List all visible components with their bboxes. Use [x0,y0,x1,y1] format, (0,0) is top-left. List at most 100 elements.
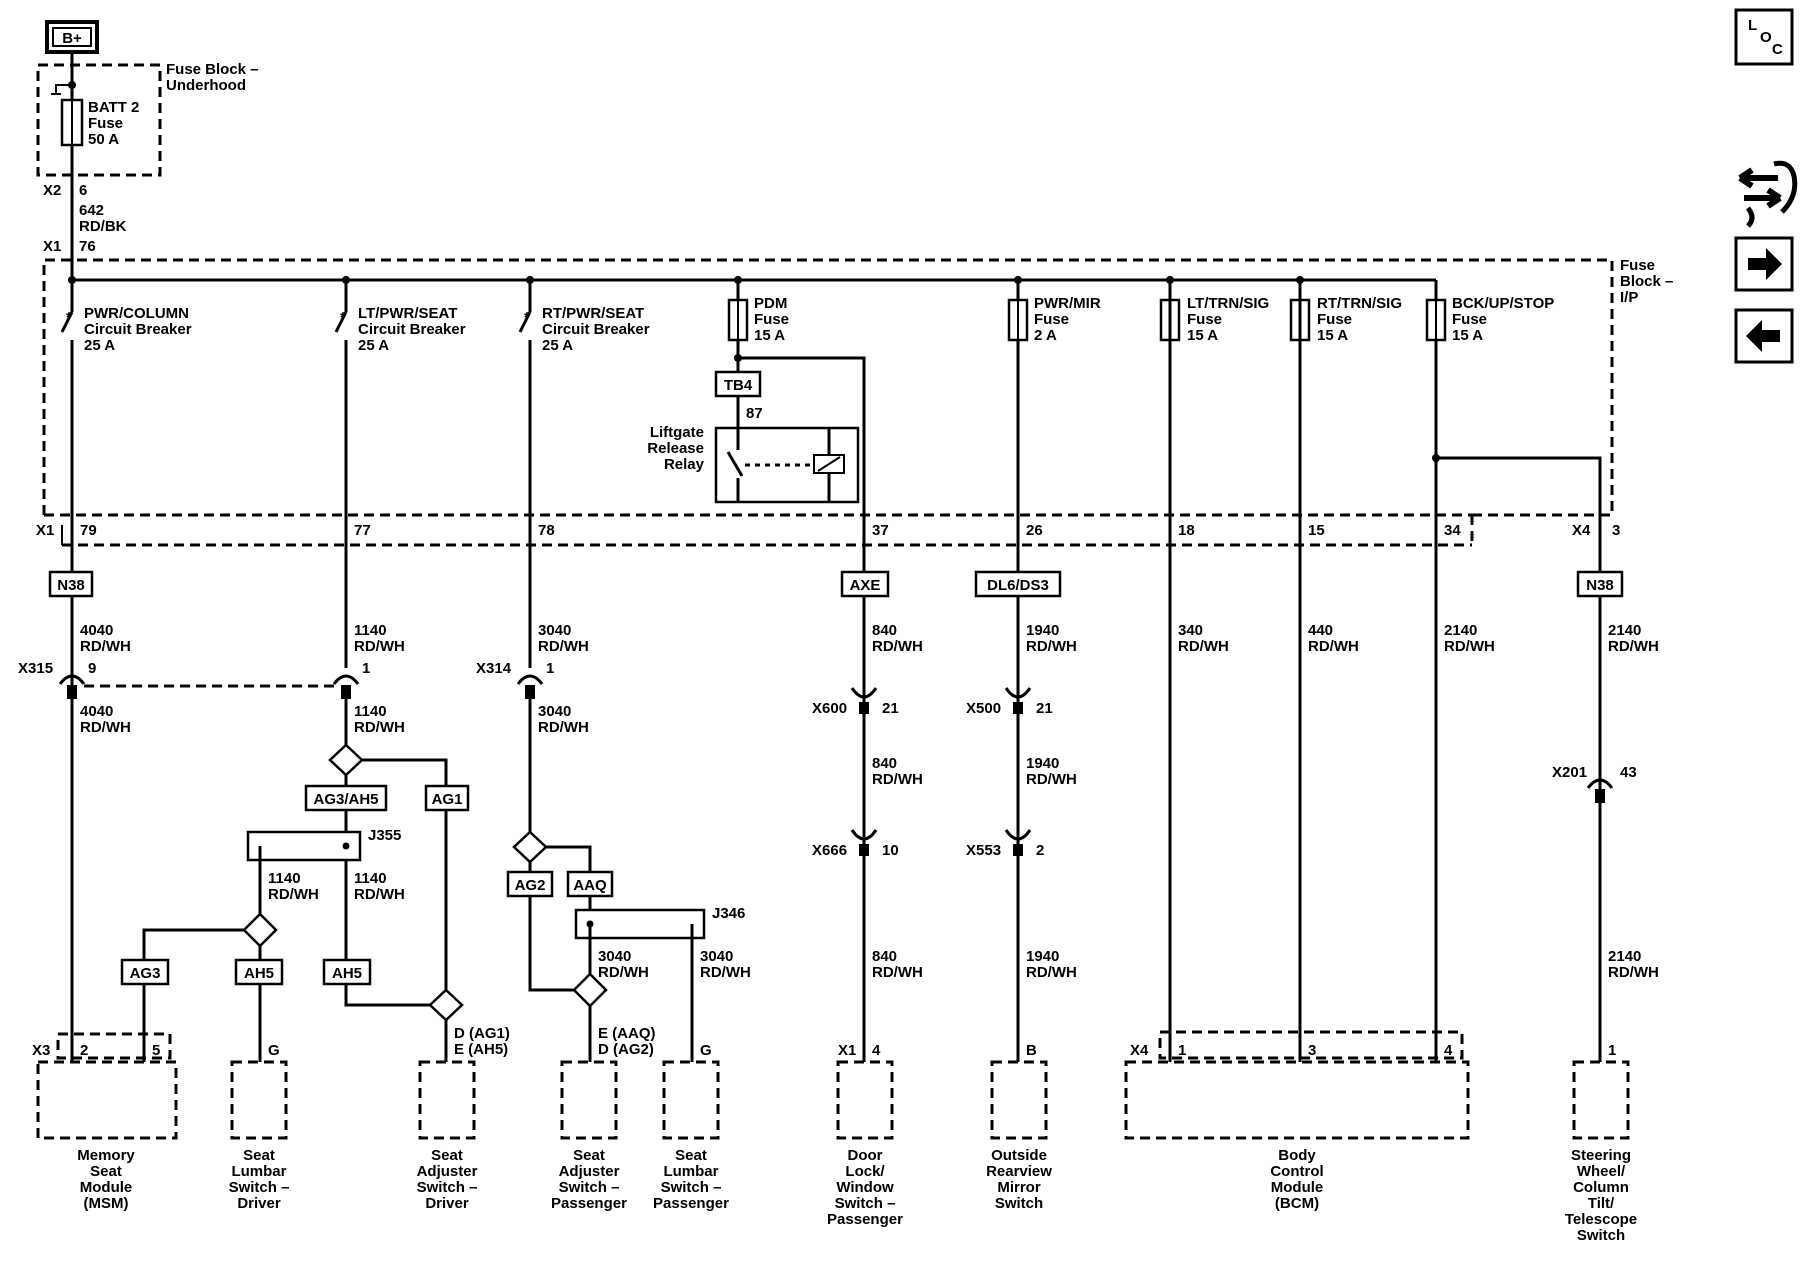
option-ah5-adjuster [322,958,372,986]
option-ah5-adjuster-label: AH5 [332,965,362,982]
pwr-mir-fuse [1007,280,1029,342]
wire-1140-j355-a-num: 1140 [268,870,301,887]
lumbar-driver-pin: G [268,1042,280,1059]
bcm-pin-1: 1 [1178,1042,1186,1059]
x1-pin-15: 15 [1308,522,1325,539]
tb4-tag-label: TB4 [724,377,753,394]
option-diamond-adjuster-driver [428,988,464,1022]
wire-340-num: 340 [1178,622,1203,639]
wire-1940-low-color: RD/WH [1026,964,1077,981]
wire-3040-lower-color: RD/WH [538,719,589,736]
bcm-name-4: (BCM) [1275,1195,1319,1212]
source-pin-top: 6 [79,182,87,199]
x1-pin-77: 77 [354,522,371,539]
wire-1140-j355-b-color: RD/WH [354,886,405,903]
option-ag3-ah5 [304,784,388,812]
pdm-fuse-label-3: 15 A [754,327,785,344]
component-adjuster-passenger [560,1060,618,1140]
wire-3040-lower-num: 3040 [538,703,571,720]
lumbar-passenger-name-3: Switch – [661,1179,722,1196]
component-steering-switch [1572,1060,1630,1140]
wire-1140-j355-b-num: 1140 [354,870,387,887]
steering-name-4: Tilt/ [1588,1195,1615,1212]
msm-pin-2: 2 [80,1042,88,1059]
wire-1940-mid-num: 1940 [1026,755,1059,772]
option-diamond-passenger-top [512,830,548,864]
bcm-name-3: Module [1271,1179,1324,1196]
bck-fuse-label-2: Fuse [1452,311,1487,328]
option-aaq [566,870,614,898]
option-diamond-lumbar-driver [242,912,278,948]
adjuster-driver-pin-2: E (AH5) [454,1041,508,1058]
wire-2140-color: RD/WH [1444,638,1495,655]
lumbar-passenger-name-1: Seat [675,1147,707,1164]
component-mirror-switch [990,1060,1048,1140]
door-name-2: Lock/ [845,1163,885,1180]
source-pin-bottom: 76 [79,238,96,255]
x201-label: X201 [1552,764,1587,781]
loc-button[interactable]: L O C [1734,8,1794,66]
x4-connector-label: X4 [1572,522,1591,539]
rt-fuse-label-1: RT/TRN/SIG [1317,295,1402,312]
rt-fuse-label-3: 15 A [1317,327,1348,344]
x315-label: X315 [18,660,53,677]
liftgate-release-relay [714,426,860,504]
adjuster-passenger-name-2: Adjuster [559,1163,620,1180]
x553-pin: 2 [1036,842,1044,859]
connector-swap-icon[interactable] [1738,160,1798,228]
x500-pin: 21 [1036,700,1053,717]
door-name-4: Switch – [835,1195,896,1212]
steering-pin: 1 [1608,1042,1616,1059]
rt-fuse-label-2: Fuse [1317,311,1352,328]
ip-block-label-1: Fuse [1620,257,1655,274]
x1-pin-78: 78 [538,522,555,539]
arrow-right-icon[interactable] [1734,236,1794,292]
loc-letter-c: C [1772,41,1783,58]
component-lumbar-driver [230,1060,288,1140]
batt2-fuse-label-2: Fuse [88,115,123,132]
steering-name-6: Switch [1577,1227,1625,1244]
option-ag1 [424,784,470,812]
steering-name-5: Telescope [1565,1211,1637,1228]
wire-1940-low-num: 1940 [1026,948,1059,965]
svg-text:*: * [340,309,346,326]
msm-pin-5: 5 [152,1042,160,1059]
option-n38-right-label: N38 [1586,577,1614,594]
msm-name-2: Seat [90,1163,122,1180]
pdm-fuse-label-1: PDM [754,295,787,312]
option-n38-left-label: N38 [57,577,85,594]
option-ah5-lumbar-label: AH5 [244,965,274,982]
arrow-left-icon[interactable] [1734,308,1794,364]
steering-name-2: Wheel/ [1577,1163,1626,1180]
mir-fuse-label-1: PWR/MIR [1034,295,1101,312]
splice-j346-label: J346 [712,905,745,922]
ip-fuse-block [42,258,1614,517]
option-aaq-label: AAQ [573,877,607,894]
x315-pin-9: 9 [88,660,96,677]
relay-pin-87: 87 [746,405,763,422]
breaker-3-label-3: 25 A [542,337,573,354]
wire-2140-steer-low-color: RD/WH [1608,964,1659,981]
lumbar-driver-name-4: Driver [237,1195,281,1212]
adjuster-passenger-name-4: Passenger [551,1195,627,1212]
breaker-1-label-2: Circuit Breaker [84,321,192,338]
bcm-pin-4: 4 [1444,1042,1453,1059]
x314-pin-1: 1 [546,660,554,677]
breaker-2-label-3: 25 A [358,337,389,354]
component-msm [36,1060,178,1140]
adjuster-passenger-pin-1: E (AAQ) [598,1025,656,1042]
wire-2140-steer-low-num: 2140 [1608,948,1641,965]
wire-1140-j355-a-color: RD/WH [268,886,319,903]
splice-j355 [246,830,362,862]
breaker-rt-pwr-seat: * [518,280,532,440]
x553-label: X553 [966,842,1001,859]
breaker-1-label-3: 25 A [84,337,115,354]
mirror-name-3: Mirror [997,1179,1041,1196]
bck-fuse-label-1: BCK/UP/STOP [1452,295,1554,312]
x4-pin-3: 3 [1612,522,1620,539]
option-diamond-driver-top [328,743,364,777]
x600-label: X600 [812,700,847,717]
relay-name-3: Relay [664,456,705,473]
x201-pin: 43 [1620,764,1637,781]
wire-3040-j346-b-color: RD/WH [700,964,751,981]
